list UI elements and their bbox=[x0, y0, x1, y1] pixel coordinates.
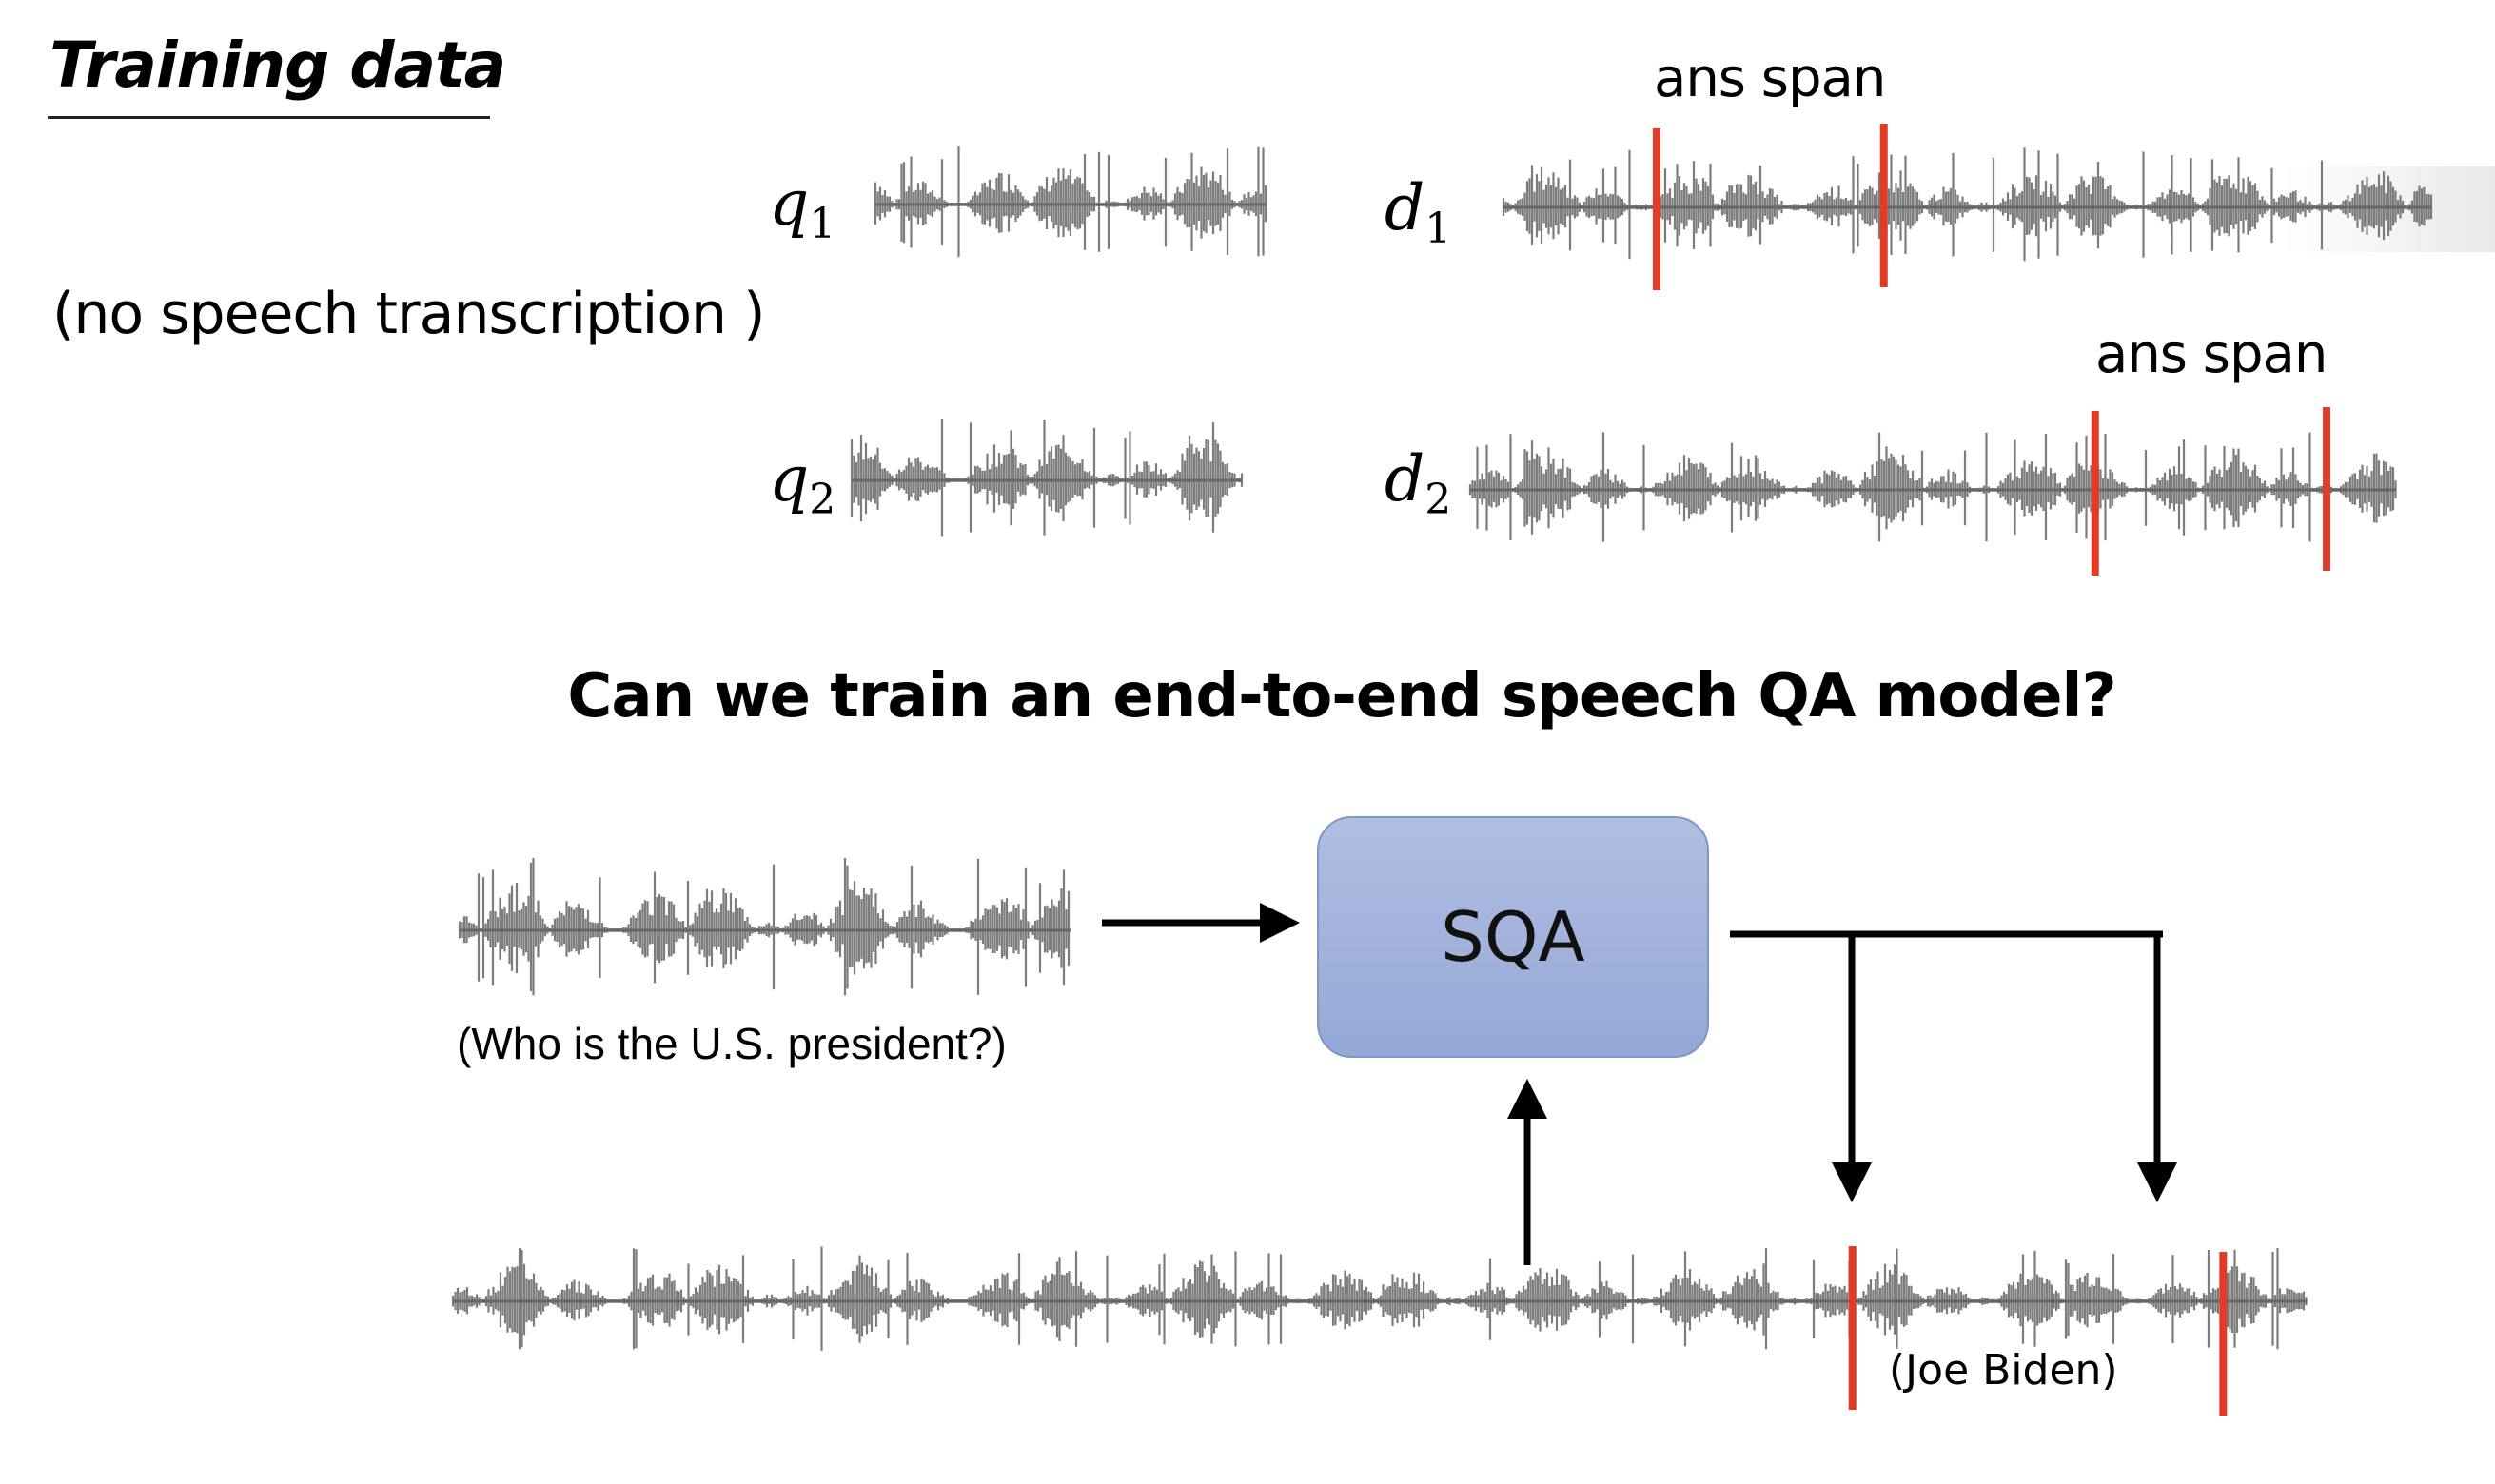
doc-var: d bbox=[1385, 171, 1425, 244]
query-sub: 1 bbox=[809, 200, 836, 248]
query-label-1: q1 bbox=[769, 166, 835, 248]
no-transcription-note: (no speech transcription ) bbox=[52, 281, 766, 347]
answer-caption: (Joe Biden) bbox=[1889, 1346, 2118, 1395]
doc-sub: 1 bbox=[1424, 205, 1452, 253]
title-underline bbox=[48, 116, 490, 119]
waveform-samples bbox=[458, 858, 1071, 996]
question-caption: (Who is the U.S. president?) bbox=[457, 1019, 1007, 1068]
query-label-2: q2 bbox=[769, 442, 835, 524]
question-waveform bbox=[458, 858, 1071, 996]
query-waveform-2 bbox=[850, 419, 1244, 537]
waveform-samples bbox=[874, 146, 1267, 258]
query-var: q bbox=[769, 166, 810, 240]
doc-sub: 2 bbox=[1424, 476, 1452, 524]
answer-span-label-1: ans span bbox=[1654, 48, 1886, 109]
waveform-samples bbox=[1468, 432, 2397, 542]
query-waveform-1 bbox=[874, 146, 1267, 258]
section-title: Training data bbox=[49, 29, 506, 102]
sqa-model-label: SQA bbox=[1441, 897, 1585, 977]
doc-label-2: d2 bbox=[1385, 442, 1451, 524]
doc-var: d bbox=[1385, 442, 1425, 516]
document-waveform-1 bbox=[1502, 147, 2433, 262]
question-heading: Can we train an end-to-end speech QA mod… bbox=[567, 661, 2116, 732]
waveform-samples bbox=[1502, 147, 2433, 262]
document-waveform-2 bbox=[1468, 432, 2397, 542]
waveform-samples bbox=[850, 419, 1244, 537]
query-var: q bbox=[769, 442, 810, 516]
query-sub: 2 bbox=[809, 476, 836, 524]
sqa-model-box: SQA bbox=[1317, 816, 1709, 1058]
answer-span-label-2: ans span bbox=[2095, 323, 2328, 385]
waveform-samples bbox=[451, 1246, 2308, 1351]
doc-label-1: d1 bbox=[1385, 171, 1451, 253]
document-waveform bbox=[451, 1246, 2308, 1351]
